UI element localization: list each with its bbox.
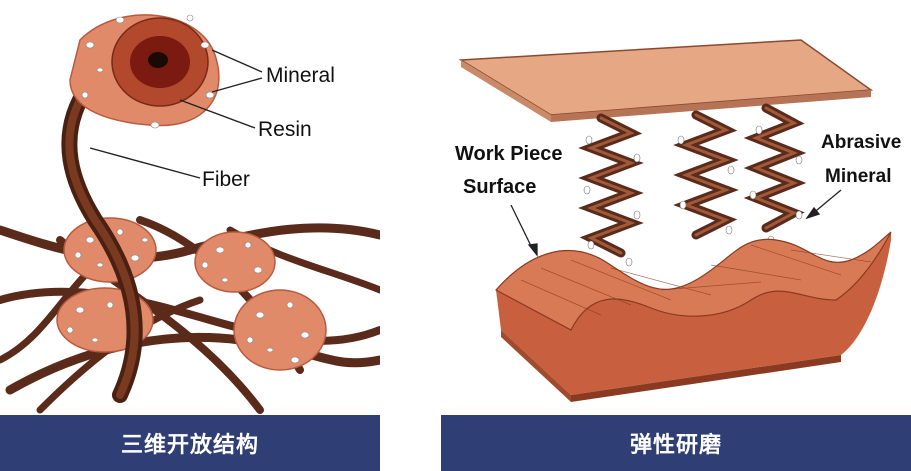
resin-blobs xyxy=(56,217,327,371)
label-mineral-right: Mineral xyxy=(825,166,892,187)
label-abrasive: Abrasive xyxy=(821,132,901,153)
left-panel: Mineral Resin Fiber 三维开放结构 xyxy=(0,0,380,471)
caption-right: 弹性研磨 xyxy=(629,433,722,458)
caption-bar-right: 弹性研磨 xyxy=(441,415,911,471)
leader-lines xyxy=(89,49,263,179)
label-work-piece: Work Piece xyxy=(455,143,562,165)
elastic-grinding-illustration: Work Piece Surface Abrasive Mineral xyxy=(455,39,901,402)
caption-bar-left: 三维开放结构 xyxy=(0,415,380,471)
label-surface: Surface xyxy=(463,176,536,198)
label-resin: Resin xyxy=(258,118,312,141)
mineral-specks xyxy=(66,228,310,364)
right-panel: Work Piece Surface Abrasive Mineral 弹性研磨 xyxy=(441,0,911,471)
leader-lines-right xyxy=(510,189,842,257)
open-structure-illustration: Mineral Resin Fiber xyxy=(0,14,380,414)
work-piece-block xyxy=(495,231,892,402)
label-fiber: Fiber xyxy=(202,168,250,191)
caption-left: 三维开放结构 xyxy=(120,433,259,458)
fiber-nodule xyxy=(69,14,220,129)
label-mineral: Mineral xyxy=(266,64,335,87)
